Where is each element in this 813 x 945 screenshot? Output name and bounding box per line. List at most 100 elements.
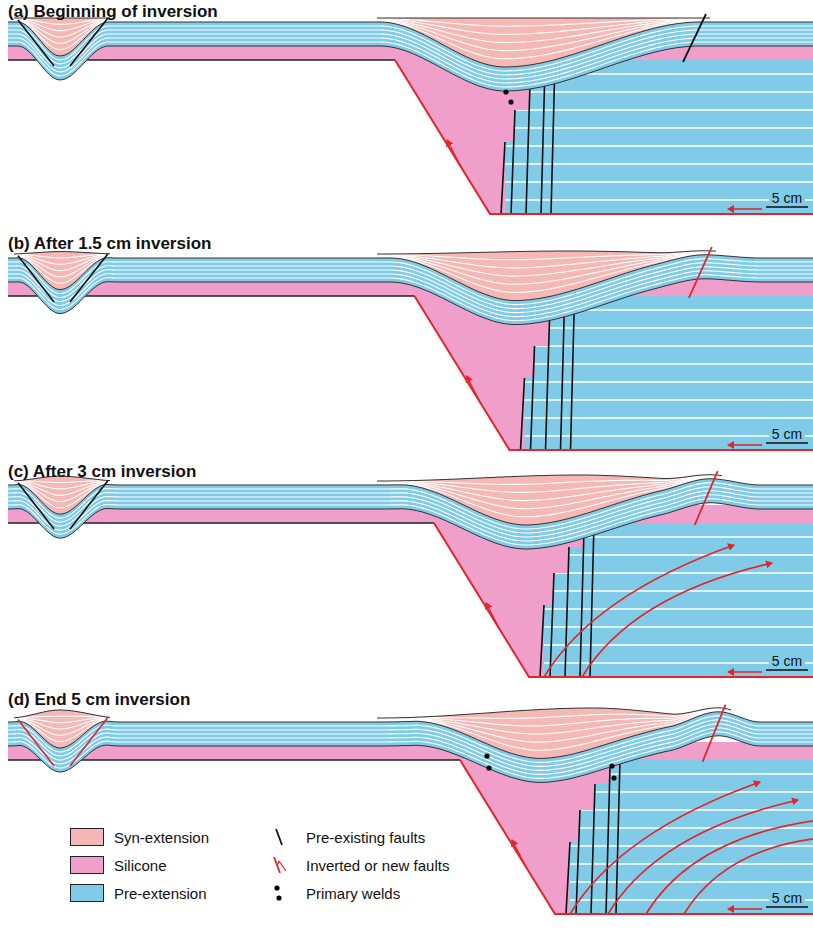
fault-line: [550, 573, 554, 677]
fault-line: [571, 296, 575, 450]
stratum-line: [8, 42, 813, 87]
weld-dot: [611, 775, 616, 780]
layer-boundary: [14, 710, 110, 718]
layer-boundary: [377, 475, 722, 481]
panel-title: (d) End 5 cm inversion: [8, 690, 190, 710]
legend-swatch: [70, 884, 104, 902]
motion-arrow: [728, 208, 762, 210]
legend-item: Primary welds: [262, 884, 400, 902]
weld-dot: [503, 89, 508, 94]
legend-text: Silicone: [114, 857, 167, 874]
layer-boundary: [377, 708, 731, 718]
stratum-line: [480, 199, 813, 201]
fault-line: [616, 760, 620, 914]
layer-boundary: [8, 503, 813, 549]
legend-text: Pre-existing faults: [306, 829, 425, 846]
thrust-fault: [544, 545, 734, 677]
legend-dot: [276, 895, 281, 900]
syn-extension-fill: [377, 475, 722, 525]
stratum-line: [377, 709, 731, 726]
basement-block: [544, 523, 813, 677]
legend-item: Syn-extension: [70, 828, 209, 846]
layer-boundary: [8, 255, 813, 301]
fault-line: [561, 303, 565, 450]
legend-swatch: [70, 828, 104, 846]
scale-bar: [766, 442, 808, 443]
weld-dot: [609, 763, 614, 768]
stratum-line: [8, 728, 813, 775]
layer-boundary: [8, 46, 813, 91]
legend-item: Pre-existing faults: [262, 828, 425, 846]
stratum-line: [8, 724, 813, 771]
layer-boundary: [377, 18, 710, 19]
basal-ramp: [415, 296, 813, 450]
weld-dot: [508, 99, 513, 104]
scale-label: 5 cm: [769, 653, 805, 669]
stratum-line: [545, 809, 813, 811]
fault-line: [531, 346, 535, 450]
fault-line: [580, 530, 584, 677]
motion-arrow: [512, 840, 526, 867]
pre-extension-cover: [8, 712, 813, 783]
syn-extension-fill: [14, 710, 110, 748]
weld-dot: [484, 753, 489, 758]
thrust-fault: [646, 818, 813, 914]
fault-line: [540, 605, 544, 677]
silicone-layer: [8, 742, 813, 914]
motion-arrow: [728, 444, 762, 446]
silicone-layer: [8, 278, 813, 450]
legend-item: Inverted or new faults: [262, 856, 449, 874]
stratum-line: [545, 791, 813, 793]
legend-fault: [276, 829, 282, 845]
layer-boundary: [377, 251, 716, 254]
legend-item: Silicone: [70, 856, 167, 874]
stratum-line: [14, 21, 110, 49]
stratum-line: [480, 145, 813, 147]
legend-arrow: [277, 861, 286, 871]
motion-arrow: [447, 140, 461, 167]
scale-bar: [766, 206, 808, 207]
stratum-line: [500, 381, 813, 383]
motion-arrow: [486, 603, 500, 630]
stratum-line: [480, 163, 813, 165]
scale-label: 5 cm: [769, 190, 805, 206]
scale-bar: [766, 669, 808, 670]
graben-fault: [18, 483, 54, 529]
graben-fault: [18, 20, 54, 66]
scale-label: 5 cm: [769, 890, 805, 906]
stratum-line: [14, 483, 110, 501]
stratum-line: [545, 881, 813, 883]
graben-fault: [70, 18, 108, 66]
stratum-line: [377, 254, 716, 292]
legend-dot: [274, 885, 279, 890]
stratum-line: [377, 254, 716, 285]
fault-line: [546, 320, 550, 450]
fault-line: [566, 842, 570, 914]
basin-fault: [683, 14, 706, 62]
stratum-line: [519, 608, 813, 610]
stratum-line: [14, 719, 110, 729]
cross-section: [8, 247, 813, 450]
stratum-line: [500, 363, 813, 365]
graben-fault: [70, 717, 108, 766]
stratum-line: [500, 327, 813, 329]
stratum-line: [14, 720, 110, 741]
basal-ramp: [434, 523, 813, 677]
thrust-fault: [582, 563, 772, 677]
weld-dot: [486, 765, 491, 770]
basement-block: [570, 760, 813, 914]
legend-sample: [262, 884, 296, 902]
thrust-fault: [684, 836, 813, 914]
pre-extension-cover: [8, 479, 813, 549]
graben-fault: [18, 719, 54, 766]
cross-section: [8, 471, 813, 677]
basement-block: [525, 296, 813, 450]
basin-fault: [703, 705, 726, 762]
legend-text: Syn-extension: [114, 829, 209, 846]
graben-fault: [70, 254, 108, 302]
silicone-layer: [8, 505, 813, 677]
stratum-line: [500, 345, 813, 347]
stratum-line: [377, 477, 722, 508]
layer-boundary: [8, 279, 813, 325]
